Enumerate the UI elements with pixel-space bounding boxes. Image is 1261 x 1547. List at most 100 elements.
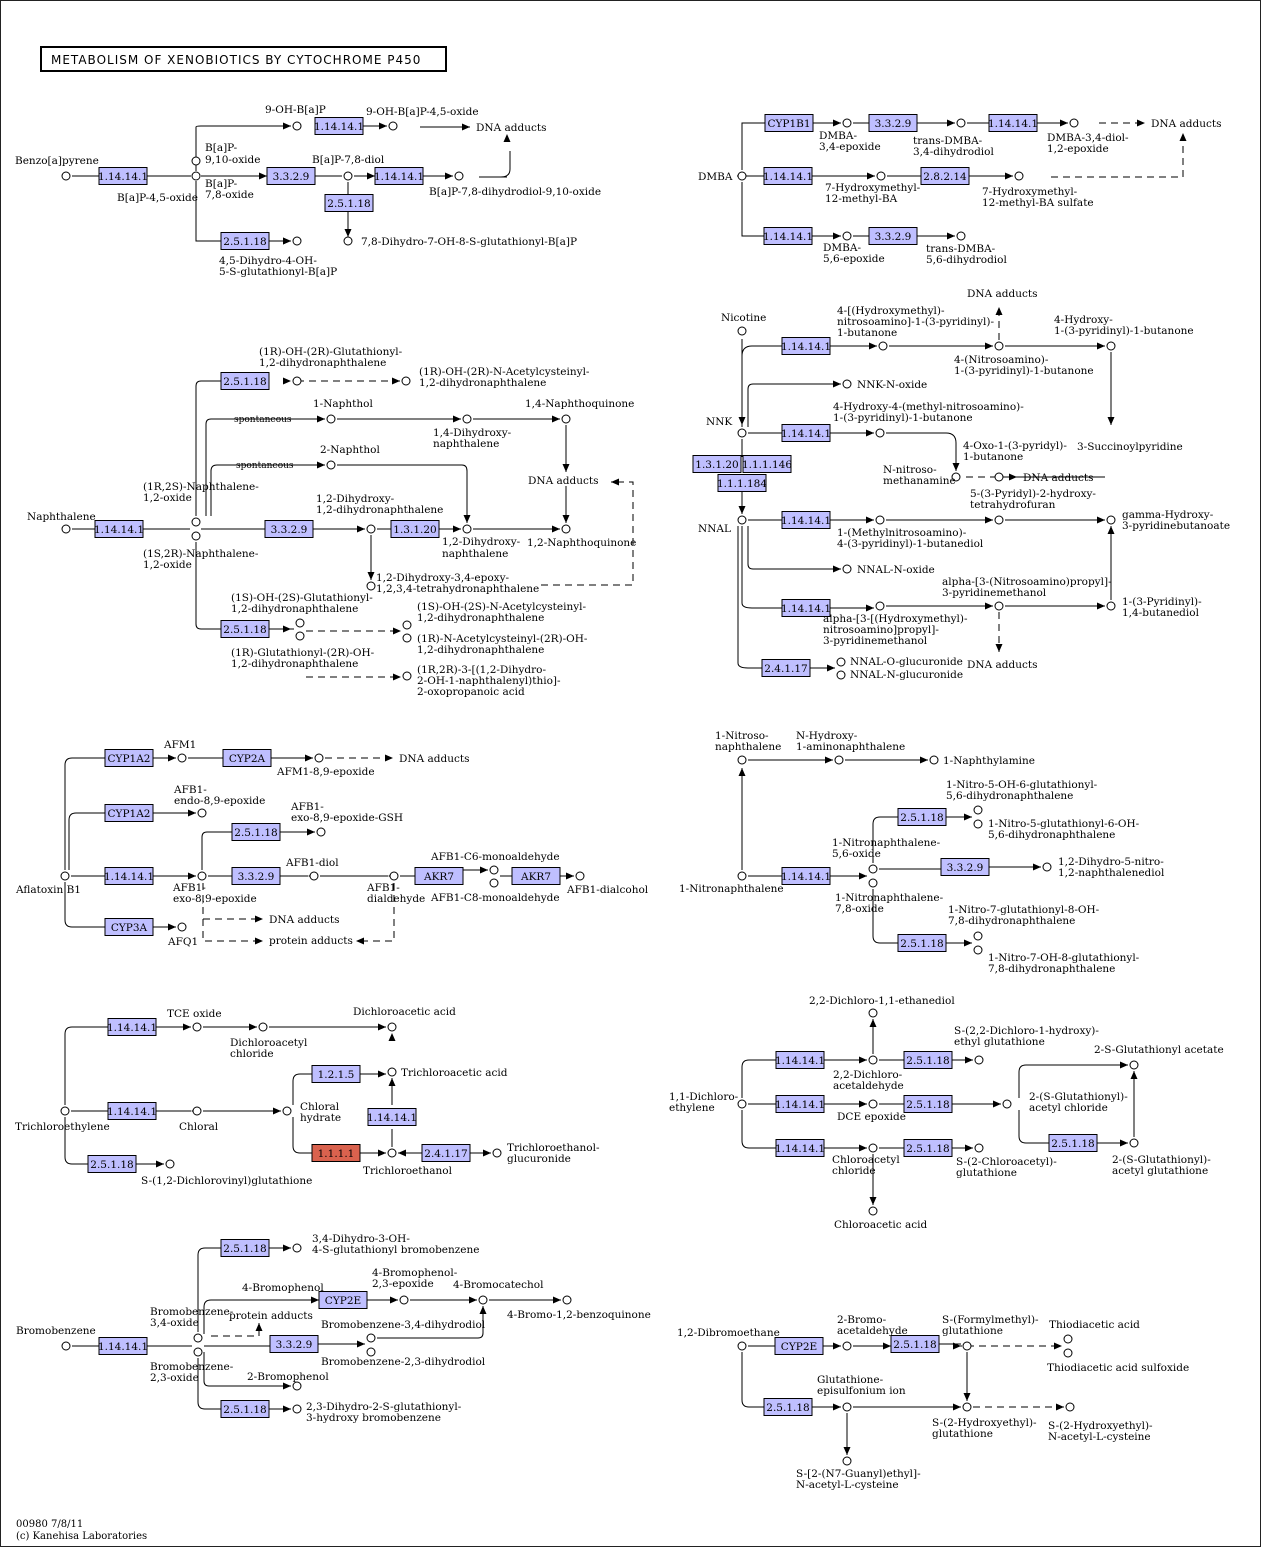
enzyme-box[interactable]: 1.14.14.1: [314, 117, 364, 135]
compound-node[interactable]: [387, 1022, 397, 1032]
enzyme-box-rect[interactable]: [104, 867, 154, 885]
enzyme-box-rect[interactable]: [107, 1102, 157, 1120]
enzyme-box[interactable]: 1.14.14.1: [781, 867, 831, 885]
compound-node[interactable]: [973, 945, 983, 955]
enzyme-box-rect[interactable]: [903, 1139, 953, 1157]
compound-node[interactable]: [868, 1099, 878, 1109]
enzyme-box-rect[interactable]: [920, 167, 970, 185]
compound-node[interactable]: [842, 1456, 852, 1466]
compound-node[interactable]: [561, 524, 571, 534]
enzyme-box[interactable]: 3.3.2.9: [940, 858, 990, 876]
compound-node[interactable]: [401, 376, 411, 386]
compound-node[interactable]: [1069, 118, 1079, 128]
enzyme-box[interactable]: CYP1B1: [764, 114, 814, 132]
enzyme-box[interactable]: 1.3.1.20: [390, 520, 440, 538]
enzyme-box-rect[interactable]: [988, 114, 1038, 132]
enzyme-box-rect[interactable]: [890, 1335, 940, 1353]
enzyme-box[interactable]: 1.14.14.1: [367, 1108, 417, 1126]
enzyme-box[interactable]: AKR7: [414, 867, 464, 885]
compound-node[interactable]: [165, 1159, 175, 1169]
enzyme-box[interactable]: 3.3.2.9: [264, 520, 314, 538]
enzyme-box[interactable]: 1.14.14.1: [775, 1095, 825, 1113]
compound-node[interactable]: [737, 1099, 747, 1109]
compound-node[interactable]: [387, 1148, 397, 1158]
compound-node[interactable]: [974, 1055, 984, 1065]
enzyme-box[interactable]: 1.14.14.1: [763, 167, 813, 185]
enzyme-box[interactable]: 2.5.1.18: [324, 194, 374, 212]
enzyme-box-rect[interactable]: [367, 1108, 417, 1126]
enzyme-box[interactable]: AKR7: [511, 867, 561, 885]
compound-node[interactable]: [1063, 1334, 1073, 1344]
enzyme-box[interactable]: 1.14.14.1: [98, 167, 148, 185]
compound-node[interactable]: [389, 871, 399, 881]
compound-node[interactable]: [388, 121, 398, 131]
compound-node[interactable]: [177, 753, 187, 763]
enzyme-box[interactable]: 1.14.14.1: [988, 114, 1038, 132]
compound-node[interactable]: [191, 171, 201, 181]
compound-node[interactable]: [193, 1347, 203, 1357]
enzyme-box-rect[interactable]: [763, 227, 813, 245]
enzyme-box[interactable]: 3.3.2.9: [868, 114, 918, 132]
compound-node[interactable]: [61, 171, 71, 181]
compound-node[interactable]: [462, 414, 472, 424]
enzyme-box[interactable]: 2.5.1.18: [903, 1095, 953, 1113]
compound-node[interactable]: [875, 601, 885, 611]
enzyme-box-rect[interactable]: [897, 808, 947, 826]
compound-node[interactable]: [326, 460, 336, 470]
enzyme-box-rect[interactable]: [374, 167, 424, 185]
compound-node[interactable]: [191, 156, 201, 166]
enzyme-box[interactable]: 3.3.2.9: [266, 167, 316, 185]
enzyme-box-rect[interactable]: [269, 1335, 319, 1353]
enzyme-box[interactable]: 1.14.14.1: [781, 337, 831, 355]
compound-node[interactable]: [842, 231, 852, 241]
compound-node[interactable]: [1065, 1402, 1075, 1412]
enzyme-box-rect[interactable]: [311, 1144, 361, 1162]
compound-node[interactable]: [60, 1106, 70, 1116]
compound-node[interactable]: [1129, 1060, 1139, 1070]
compound-node[interactable]: [994, 341, 1004, 351]
compound-node[interactable]: [737, 871, 747, 881]
compound-node[interactable]: [868, 1055, 878, 1065]
compound-node[interactable]: [1106, 515, 1116, 525]
compound-node[interactable]: [489, 878, 499, 888]
enzyme-box-rect[interactable]: [940, 858, 990, 876]
enzyme-box-rect[interactable]: [98, 1337, 148, 1355]
compound-node[interactable]: [366, 581, 376, 591]
compound-node[interactable]: [292, 121, 302, 131]
enzyme-box[interactable]: 2.5.1.18: [903, 1139, 953, 1157]
enzyme-box-rect[interactable]: [107, 1018, 157, 1036]
compound-node[interactable]: [387, 1067, 397, 1077]
enzyme-box[interactable]: 1.14.14.1: [781, 511, 831, 529]
compound-node[interactable]: [875, 515, 885, 525]
enzyme-box-rect[interactable]: [897, 934, 947, 952]
compound-node[interactable]: [737, 326, 747, 336]
enzyme-box[interactable]: 1.14.14.1: [374, 167, 424, 185]
enzyme-box[interactable]: 1.1.1.184: [717, 474, 767, 492]
compound-node[interactable]: [192, 1022, 202, 1032]
enzyme-box-rect[interactable]: [763, 1398, 813, 1416]
enzyme-box-rect[interactable]: [414, 867, 464, 885]
enzyme-box[interactable]: 2.8.2.14: [920, 167, 970, 185]
compound-node[interactable]: [842, 1341, 852, 1351]
enzyme-box-rect[interactable]: [231, 867, 281, 885]
compound-node[interactable]: [197, 808, 207, 818]
enzyme-box-rect[interactable]: [220, 372, 270, 390]
compound-node[interactable]: [402, 633, 412, 643]
enzyme-box[interactable]: CYP2A: [222, 749, 272, 767]
enzyme-box[interactable]: 2.5.1.18: [890, 1335, 940, 1353]
enzyme-box-rect[interactable]: [314, 117, 364, 135]
compound-node[interactable]: [177, 922, 187, 932]
compound-node[interactable]: [343, 236, 353, 246]
enzyme-box-rect[interactable]: [311, 1065, 361, 1083]
enzyme-box[interactable]: 1.14.14.1: [104, 867, 154, 885]
enzyme-box-rect[interactable]: [781, 511, 831, 529]
enzyme-box-rect[interactable]: [511, 867, 561, 885]
compound-node[interactable]: [60, 871, 70, 881]
compound-node[interactable]: [366, 1333, 376, 1343]
enzyme-box-rect[interactable]: [903, 1095, 953, 1113]
compound-node[interactable]: [842, 564, 852, 574]
compound-node[interactable]: [974, 1143, 984, 1153]
enzyme-box[interactable]: 2.5.1.18: [903, 1051, 953, 1069]
enzyme-box-rect[interactable]: [781, 867, 831, 885]
